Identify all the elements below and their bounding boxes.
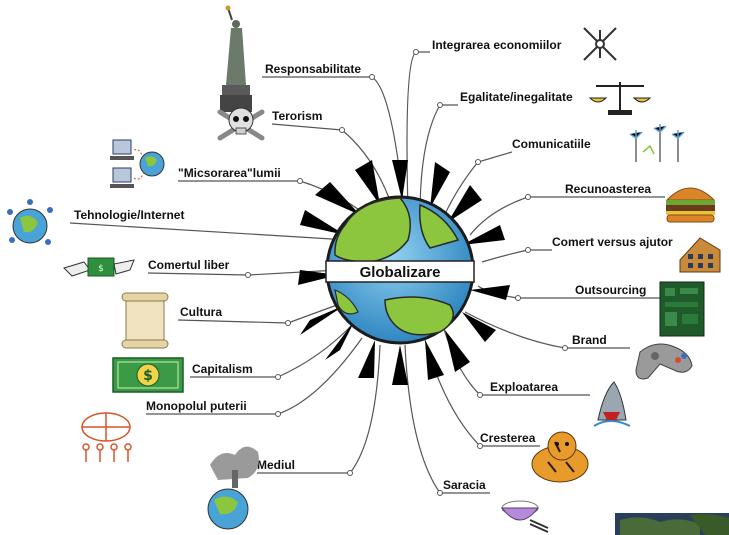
polluted-earth-icon bbox=[207, 446, 259, 530]
title-box bbox=[325, 260, 475, 283]
topic-terorism: Terorism bbox=[272, 109, 322, 123]
topic-mediul: Mediul bbox=[257, 458, 295, 472]
topic-tehnologie-internet: Tehnologie/Internet bbox=[74, 208, 184, 222]
central-globe: Globalizare bbox=[325, 195, 475, 345]
globe-satellites-icon bbox=[7, 199, 53, 245]
topic-monopolul-puterii: Monopolul puterii bbox=[146, 399, 247, 413]
hub-spikes bbox=[298, 160, 510, 385]
topic-comert-versus-ajutor: Comert versus ajutor bbox=[552, 235, 673, 249]
topic-cultura: Cultura bbox=[180, 305, 222, 319]
center-title: Globalizare bbox=[360, 264, 441, 281]
game-controller-icon bbox=[635, 343, 693, 380]
scroll-icon bbox=[121, 292, 169, 349]
dollar-bill-icon: $ bbox=[112, 357, 184, 393]
hamburger-icon bbox=[665, 187, 716, 223]
shark-icon bbox=[593, 381, 631, 427]
money-handshake-icon: $ bbox=[63, 257, 135, 277]
branch-dots bbox=[245, 49, 568, 496]
factory-building-icon bbox=[679, 237, 721, 273]
topic-responsabilitate: Responsabilitate bbox=[265, 62, 361, 76]
svg-text:$: $ bbox=[98, 264, 104, 274]
topic-capitalism: Capitalism bbox=[192, 362, 253, 376]
balance-scale-icon bbox=[588, 82, 652, 115]
topic-egalitate-inegalitate: Egalitate/inegalitate bbox=[460, 90, 573, 104]
people-holding-globe-icon bbox=[81, 412, 132, 462]
topic-outsourcing: Outsourcing bbox=[575, 283, 646, 297]
networked-computers-icon bbox=[110, 139, 165, 188]
topic-saracia: Saracia bbox=[443, 478, 486, 492]
topic-exploatarea: Exploatarea bbox=[490, 380, 558, 394]
topic-comunicatiile: Comunicatiile bbox=[512, 137, 591, 151]
topic-integrarea-economiilor: Integrarea economiilor bbox=[432, 38, 562, 52]
statue-of-liberty-icon bbox=[220, 5, 252, 112]
topic-recunoasterea: Recunoasterea bbox=[565, 182, 651, 196]
topic-comertul-liber: Comertul liber bbox=[148, 258, 230, 272]
compass-arrows-icon bbox=[583, 27, 617, 61]
rice-bowl-icon bbox=[500, 500, 549, 533]
wind-turbines-icon bbox=[629, 124, 685, 162]
topic-cresterea: Cresterea bbox=[480, 431, 536, 445]
topic-brand: Brand bbox=[572, 333, 607, 347]
map-thumbnail-icon bbox=[615, 513, 729, 535]
tiger-icon bbox=[531, 431, 589, 483]
svg-text:$: $ bbox=[143, 368, 153, 384]
topic-micsorarea-lumii: "Micsorarea"lumii bbox=[178, 166, 281, 180]
circuit-board-icon bbox=[659, 281, 705, 337]
skull-crossbones-icon bbox=[217, 107, 265, 141]
